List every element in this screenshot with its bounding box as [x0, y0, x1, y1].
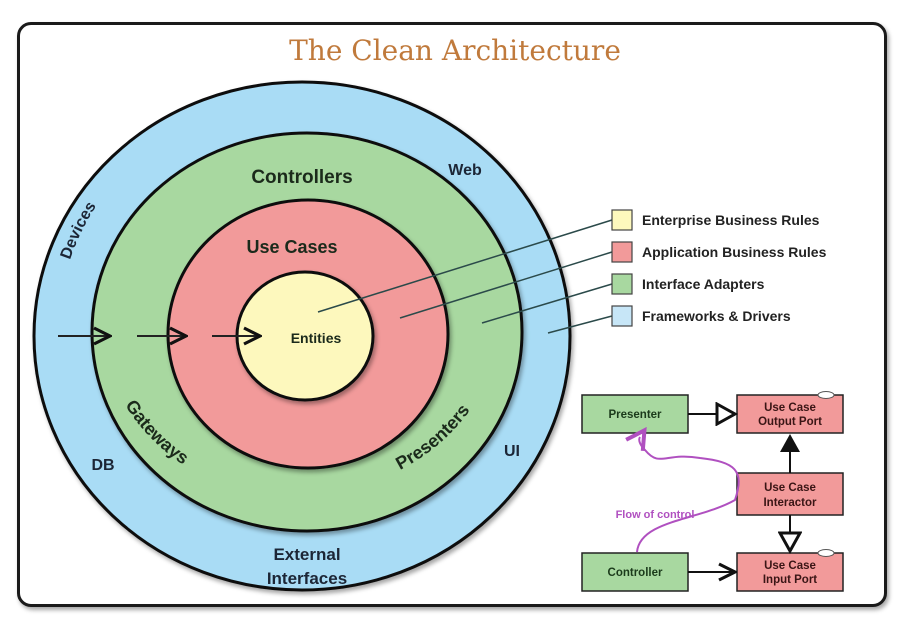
interactor-label-line1: Use Case: [764, 482, 816, 494]
leader-line-enterprise: [317, 219, 613, 313]
interfaces-label: Interfaces: [267, 569, 347, 588]
legend: Enterprise Business Rules Application Bu…: [611, 209, 827, 327]
legend-label: Enterprise Business Rules: [642, 212, 820, 228]
output-port-label-line1: Use Case: [764, 402, 816, 414]
legend-swatch: [611, 305, 633, 327]
presenter-box-label: Presenter: [608, 409, 662, 421]
legend-item: Frameworks & Drivers: [611, 305, 791, 327]
flow-of-control-label: Flow of control: [616, 509, 695, 521]
output-port-label-line2: Output Port: [758, 416, 822, 428]
legend-swatch: [611, 273, 633, 295]
input-port-label-line2: Input Port: [763, 574, 817, 586]
legend-swatch: [611, 241, 633, 263]
entities-label: Entities: [291, 330, 342, 346]
output-port-box: [736, 394, 844, 434]
db-label: DB: [91, 457, 114, 474]
legend-label: Application Business Rules: [642, 244, 827, 260]
legend-swatch: [611, 209, 633, 231]
leader-line-frameworks: [547, 315, 613, 334]
ui-label: UI: [504, 443, 520, 460]
flow-of-control-curve: [637, 437, 740, 553]
leader-line-application: [399, 251, 613, 319]
legend-item: Application Business Rules: [611, 241, 827, 263]
controllers-label: Controllers: [251, 167, 352, 188]
controller-box: [581, 552, 689, 592]
input-port-label-line1: Use Case: [764, 560, 816, 572]
use-cases-label: Use Cases: [246, 237, 337, 257]
controller-box-label: Controller: [608, 567, 663, 579]
legend-item: Enterprise Business Rules: [611, 209, 820, 231]
diagram-title: The Clean Architecture: [289, 34, 621, 67]
legend-label: Frameworks & Drivers: [642, 308, 791, 324]
external-label: External: [273, 545, 340, 564]
interface-marker-icon: [817, 391, 835, 399]
legend-item: Interface Adapters: [611, 273, 765, 295]
flow-diagram: Presenter Use Case Output Port Use Case …: [581, 391, 844, 592]
interactor-label-line2: Interactor: [763, 497, 817, 509]
interface-marker-icon: [817, 549, 835, 557]
web-label: Web: [448, 162, 482, 179]
leader-line-adapters: [481, 283, 613, 324]
legend-label: Interface Adapters: [642, 276, 765, 292]
